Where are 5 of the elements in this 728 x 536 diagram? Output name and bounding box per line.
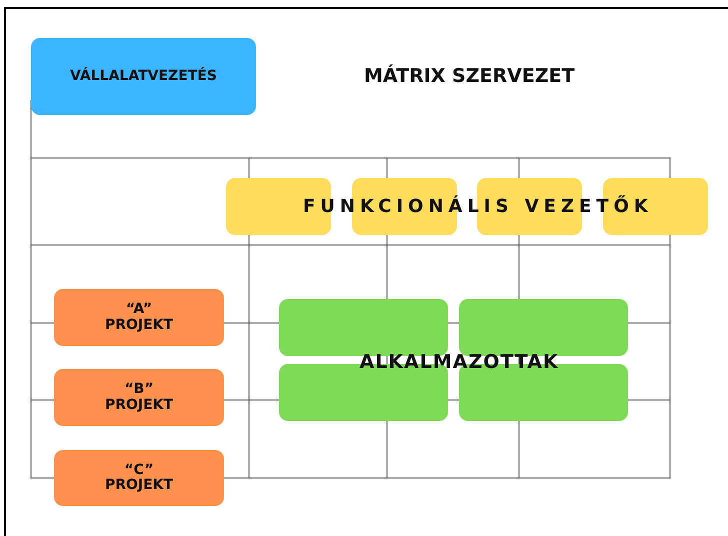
diagram-title: MÁTRIX SZERVEZET <box>364 65 575 87</box>
management-box: VÁLLALATVEZETÉS <box>31 38 256 115</box>
project-box: “B” PROJEKT <box>54 369 224 426</box>
project-box: “A” PROJEKT <box>54 289 224 346</box>
project-box: “C” PROJEKT <box>54 450 224 506</box>
